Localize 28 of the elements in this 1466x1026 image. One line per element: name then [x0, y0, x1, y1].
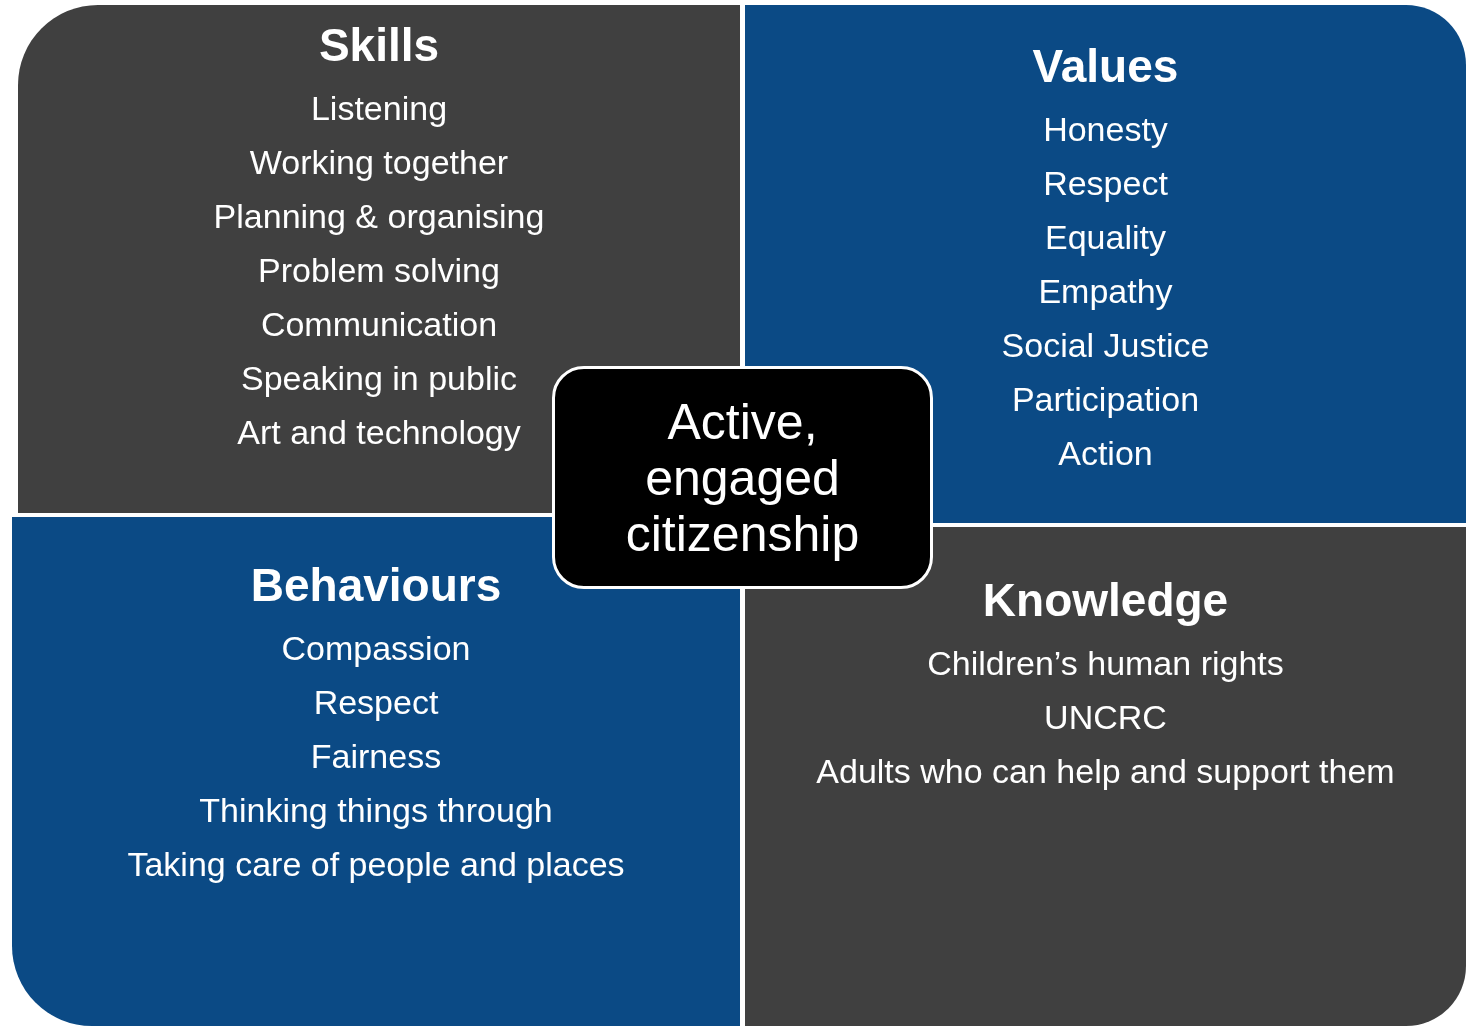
- panel-heading: Values: [1032, 39, 1179, 93]
- list-item: UNCRC: [1044, 697, 1167, 738]
- list-item: Fairness: [310, 736, 442, 777]
- center-title: Active, engaged citizenship: [624, 393, 861, 562]
- list-item: Working together: [249, 142, 509, 183]
- center-box: [552, 366, 933, 589]
- list-item: Planning & organising: [213, 196, 545, 237]
- list-item: Communication: [260, 304, 498, 345]
- list-item: Social Justice: [1001, 325, 1210, 366]
- list-item: Speaking in public: [241, 358, 517, 399]
- list-item: Empathy: [1038, 271, 1173, 312]
- panel-heading: Knowledge: [982, 573, 1229, 627]
- list-item: Equality: [1045, 217, 1166, 258]
- list-item: Respect: [313, 682, 439, 723]
- panel-heading: Skills: [318, 18, 440, 72]
- list-item: Honesty: [1043, 109, 1168, 150]
- list-item: Art and technology: [237, 412, 521, 453]
- list-item: Listening: [310, 88, 448, 129]
- list-item: Adults who can help and support them: [816, 751, 1395, 792]
- list-item: Compassion: [281, 628, 471, 669]
- list-item: Participation: [1011, 379, 1200, 420]
- list-item: Children’s human rights: [927, 643, 1284, 684]
- list-item: Action: [1058, 433, 1153, 474]
- list-item: Problem solving: [258, 250, 500, 291]
- list-item: Thinking things through: [199, 790, 553, 831]
- panel-heading: Behaviours: [250, 558, 502, 612]
- list-item: Taking care of people and places: [127, 844, 625, 885]
- list-item: Respect: [1043, 163, 1168, 204]
